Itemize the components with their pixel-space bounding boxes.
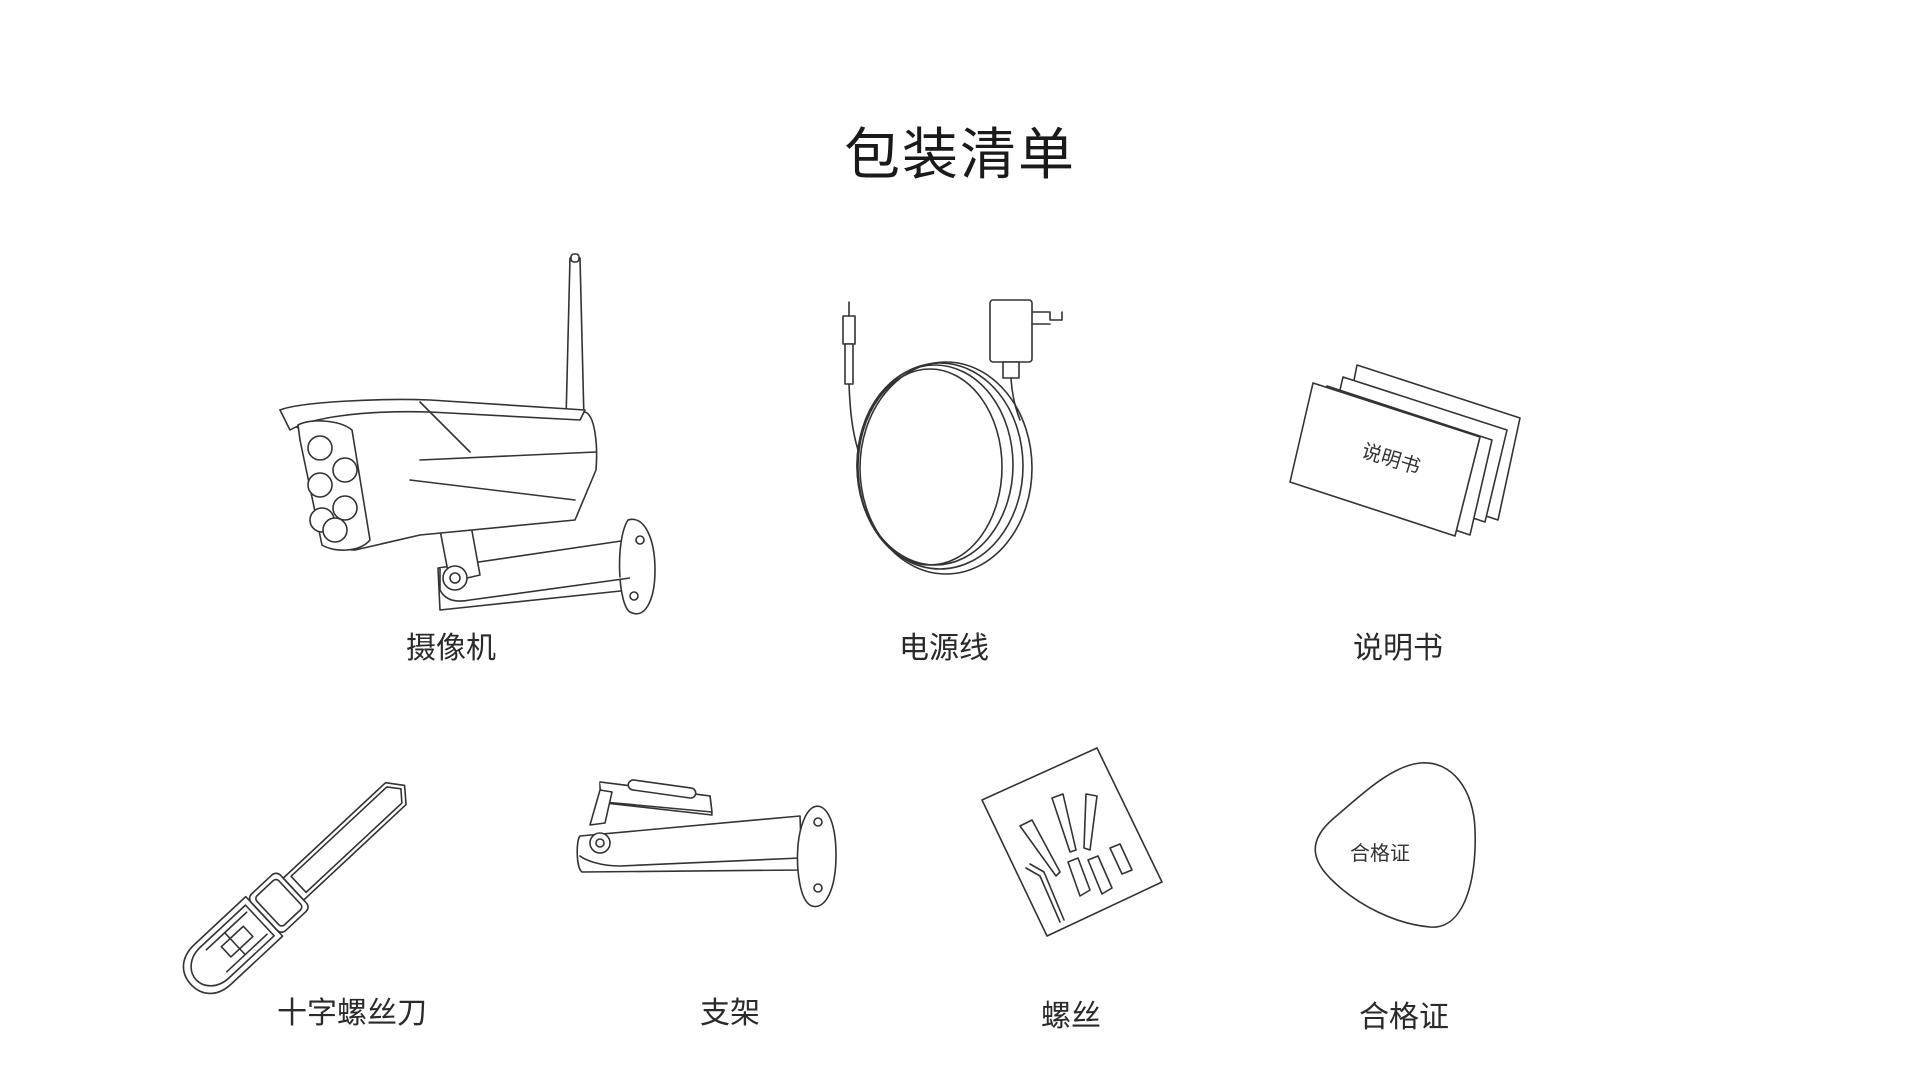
item-label-screwdriver: 十字螺丝刀 — [277, 996, 427, 1031]
item-label-manual: 说明书 — [1353, 631, 1443, 666]
certificate-printed-text: 合格证 — [1350, 841, 1410, 865]
item-label-bracket: 支架 — [700, 996, 760, 1031]
page-title: 包装清单 — [844, 123, 1076, 188]
item-label-screws: 螺丝 — [1041, 999, 1101, 1034]
item-label-certificate: 合格证 — [1359, 1000, 1449, 1035]
item-label-camera: 摄像机 — [406, 631, 496, 666]
item-label-power-cable: 电源线 — [899, 631, 989, 666]
